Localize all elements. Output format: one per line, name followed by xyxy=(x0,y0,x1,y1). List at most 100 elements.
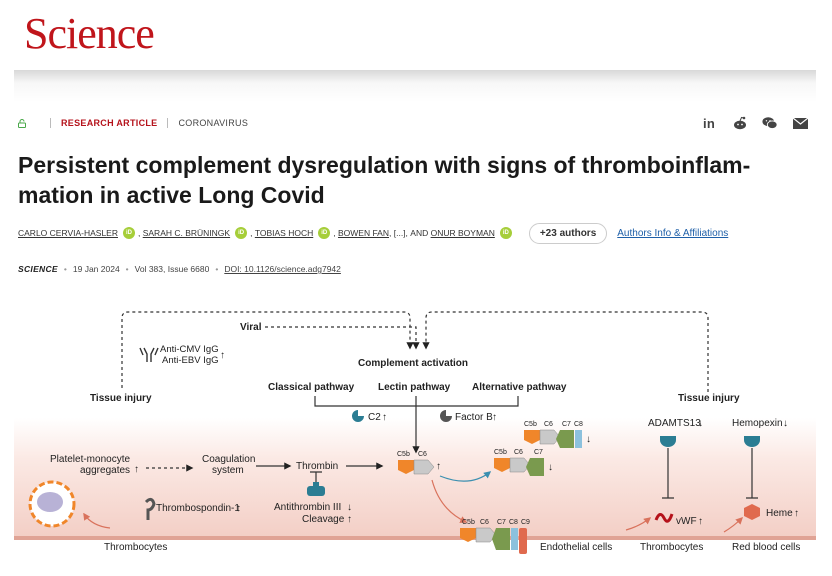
author-name[interactable]: TOBIAS HOCH xyxy=(254,228,314,238)
down-arrow-c8: ↓ xyxy=(586,434,591,445)
label-c6: C6 xyxy=(480,519,489,526)
label-thrombocytes-left: Thrombocytes xyxy=(104,542,167,553)
separator xyxy=(50,118,51,128)
c2-icon xyxy=(352,410,364,422)
label-viral: Viral xyxy=(240,322,262,333)
article-section[interactable]: RESEARCH ARTICLE xyxy=(61,118,158,128)
label-lectin-pathway: Lectin pathway xyxy=(378,382,451,393)
orcid-icon[interactable]: iD xyxy=(499,227,512,239)
label-platelet-monocyte: Platelet-monocyte xyxy=(50,454,130,465)
label-c5b: C5b xyxy=(494,449,507,456)
graphical-abstract: Viral Anti-CMV IgG Anti-EBV IgG ↑ Tissue… xyxy=(14,311,816,554)
doi-link[interactable]: DOI: 10.1126/science.adg7942 xyxy=(224,264,341,274)
reddit-icon[interactable] xyxy=(732,115,748,131)
down-arrow-adamts13: ↓ xyxy=(698,418,703,429)
citation-line: SCIENCE • 19 Jan 2024 • Vol 383, Issue 6… xyxy=(18,264,341,274)
hemopexin-inhibit xyxy=(746,448,758,499)
up-arrow-aggregates: ↑ xyxy=(134,464,139,475)
label-c5b: C5b xyxy=(462,519,475,526)
open-access-lock-icon xyxy=(18,118,26,128)
svg-text:in: in xyxy=(703,116,715,130)
volume-issue: Vol 383, Issue 6680 xyxy=(134,264,210,274)
author-name[interactable]: ONUR BOYMAN xyxy=(430,228,495,238)
feedback-loop-left xyxy=(121,311,414,388)
label-coagulation: Coagulation xyxy=(202,454,255,465)
label-cleavage: Cleavage xyxy=(302,514,345,525)
c5b-c8-complex: C5b C6 C7 C8 ↓ xyxy=(524,421,591,448)
down-arrow-c7: ↓ xyxy=(548,462,553,473)
label-red-blood-cells: Red blood cells xyxy=(732,542,800,553)
author-list: CARLO CERVIA-HASLER iD , SARAH C. BRÜNIN… xyxy=(18,222,808,244)
publication-date: 19 Jan 2024 xyxy=(72,264,120,274)
author-name[interactable]: BOWEN FAN xyxy=(337,228,389,238)
label-c8: C8 xyxy=(509,519,518,526)
c5b-c7-complex: C5b C6 C7 ↓ xyxy=(494,449,553,476)
label-adamts13: ADAMTS13 xyxy=(648,418,701,429)
science-logo[interactable]: Science xyxy=(24,9,155,58)
label-c2: C2 xyxy=(368,412,381,423)
hemopexin-icon xyxy=(744,436,760,447)
adamts13-inhibit xyxy=(662,448,674,499)
label-classical-pathway: Classical pathway xyxy=(268,382,355,393)
label-c7: C7 xyxy=(534,449,543,456)
label-c9: C9 xyxy=(521,519,530,526)
membrane-attack-complex: C5b C6 C7 C8 C9 xyxy=(460,519,530,554)
separator xyxy=(167,118,169,128)
label-factor-b: Factor B xyxy=(455,412,493,423)
label-tissue-injury-left: Tissue injury xyxy=(90,393,152,404)
up-arrow-factor-b: ↑ xyxy=(492,412,497,423)
label-thrombospondin: Thrombospondin-1 xyxy=(156,503,240,514)
more-authors-button[interactable]: +23 authors xyxy=(528,222,608,244)
email-icon[interactable] xyxy=(792,115,808,131)
article-topic[interactable]: CORONAVIRUS xyxy=(178,118,249,128)
feedback-loop-right xyxy=(422,311,709,392)
label-thrombin: Thrombin xyxy=(296,461,338,472)
label-aggregates: aggregates xyxy=(80,465,130,476)
label-c5b: C5b xyxy=(524,421,537,428)
c5b-c6-complex: C5b C6 ↑ xyxy=(397,451,441,475)
pathway-bracket xyxy=(314,396,519,407)
membrane-attack-arrow xyxy=(431,479,468,523)
author-ellipsis[interactable]: [...] xyxy=(393,228,406,238)
label-hemopexin: Hemopexin xyxy=(732,418,783,429)
down-arrow-hemopexin: ↓ xyxy=(783,418,788,429)
up-arrow-heme: ↑ xyxy=(794,508,799,519)
rbc-arrow xyxy=(723,516,744,533)
up-arrow-c2: ↑ xyxy=(382,412,387,423)
label-c7: C7 xyxy=(497,519,506,526)
author-name[interactable]: CARLO CERVIA-HASLER xyxy=(18,228,118,238)
up-arrow-c5b-c6: ↑ xyxy=(436,461,441,472)
label-alternative-pathway: Alternative pathway xyxy=(472,382,567,393)
orcid-icon[interactable]: iD xyxy=(318,227,331,239)
heme-icon xyxy=(744,504,760,520)
vessel-wall xyxy=(14,536,816,540)
label-c5b: C5b xyxy=(397,451,410,458)
label-vwf: vWF xyxy=(676,516,697,527)
thrombocyte-arrow-left xyxy=(83,512,111,529)
label-c6: C6 xyxy=(544,421,553,428)
thrombospondin-icon xyxy=(144,497,156,520)
orcid-icon[interactable]: iD xyxy=(122,227,135,239)
antibody-icon xyxy=(139,347,159,362)
label-complement-activation: Complement activation xyxy=(358,358,468,369)
label-heme: Heme xyxy=(766,508,793,519)
vwf-icon xyxy=(654,513,674,523)
affiliations-link[interactable]: Authors Info & Affiliations xyxy=(617,227,729,239)
label-c6: C6 xyxy=(418,451,427,458)
label-c8: C8 xyxy=(574,421,583,428)
label-c7: C7 xyxy=(562,421,571,428)
label-tissue-injury-right: Tissue injury xyxy=(678,393,740,404)
up-arrow-vwf: ↑ xyxy=(698,516,703,527)
complex-arrow xyxy=(439,471,492,482)
platelet-monocyte-aggregate xyxy=(28,480,76,528)
author-name[interactable]: SARAH C. BRÜNINGK xyxy=(142,228,231,238)
label-system: system xyxy=(212,465,244,476)
wechat-icon[interactable] xyxy=(762,115,778,131)
label-endothelial-cells: Endothelial cells xyxy=(540,542,612,553)
article-meta: RESEARCH ARTICLE CORONAVIRUS in xyxy=(18,116,808,130)
header-bar xyxy=(14,70,816,102)
label-c6: C6 xyxy=(514,449,523,456)
journal-name: SCIENCE xyxy=(18,264,58,274)
orcid-icon[interactable]: iD xyxy=(235,227,248,239)
linkedin-icon[interactable]: in xyxy=(702,115,718,131)
